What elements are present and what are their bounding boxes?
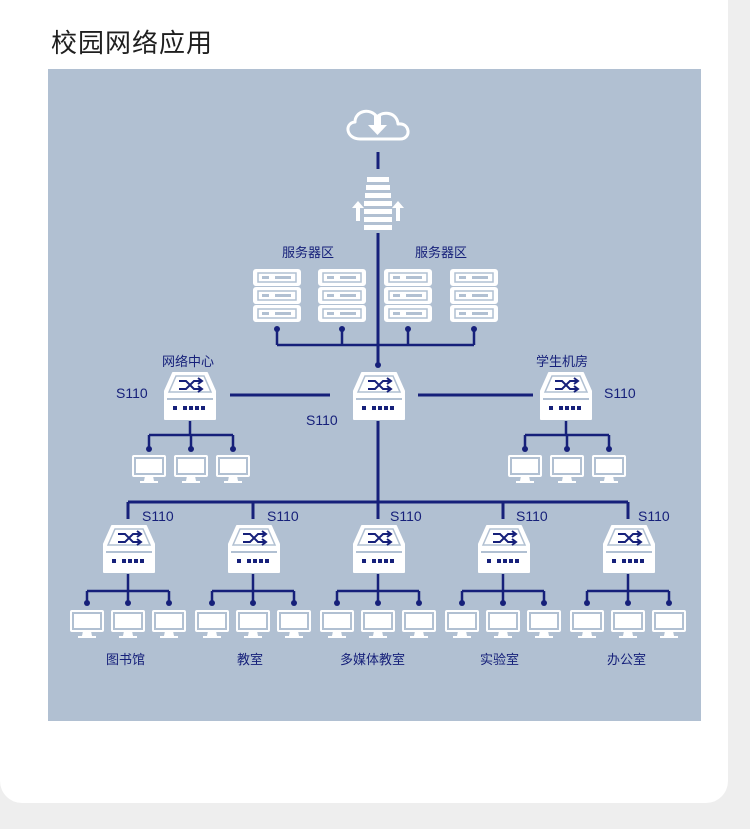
server-zone-label-left: 服务器区 <box>282 246 335 261</box>
server-zone-label-right: 服务器区 <box>415 246 468 261</box>
monitor-icon <box>216 455 250 484</box>
monitor-icon <box>611 610 645 639</box>
monitor-icon <box>402 610 436 639</box>
content-card: 校园网络应用 <box>0 0 728 803</box>
cloud-download-icon <box>346 109 410 141</box>
switch-model-label: S110 <box>267 508 299 524</box>
student-lab-label: 学生机房 <box>536 355 589 370</box>
multimedia-classroom-label: 多媒体教室 <box>340 653 406 668</box>
server-icon <box>253 269 301 322</box>
monitor-icon <box>236 610 270 639</box>
switch-model-label: S110 <box>390 508 422 524</box>
monitor-icon <box>486 610 520 639</box>
monitor-icon <box>361 610 395 639</box>
monitor-icon <box>174 455 208 484</box>
monitor-icon <box>445 610 479 639</box>
switch-model-label: S110 <box>116 385 148 401</box>
monitor-icon <box>277 610 311 639</box>
monitor-icon <box>508 455 542 484</box>
switch-icon <box>478 525 530 573</box>
server-icon <box>384 269 432 322</box>
monitor-icon <box>70 610 104 639</box>
switch-model-label: S110 <box>306 412 338 428</box>
switch-model-label: S110 <box>604 385 636 401</box>
monitor-icon <box>652 610 686 639</box>
network-diagram: 服务器区 服务器区 网络中心 学生机房 S110 S110 S110 S110 … <box>48 69 701 721</box>
monitor-icon <box>152 610 186 639</box>
switch-icon <box>603 525 655 573</box>
laboratory-label: 实验室 <box>480 653 520 668</box>
network-center-label: 网络中心 <box>162 355 215 370</box>
diagram-canvas <box>70 109 686 639</box>
monitor-icon <box>550 455 584 484</box>
monitor-icon <box>527 610 561 639</box>
monitor-icon <box>320 610 354 639</box>
office-label: 办公室 <box>607 653 647 668</box>
library-label: 图书馆 <box>106 653 146 668</box>
switch-icon <box>540 372 592 420</box>
switch-model-label: S110 <box>638 508 670 524</box>
monitor-icon <box>132 455 166 484</box>
switch-model-label: S110 <box>516 508 548 524</box>
server-icon <box>318 269 366 322</box>
monitor-icon <box>570 610 604 639</box>
switch-icon <box>353 372 405 420</box>
switch-icon <box>228 525 280 573</box>
page-title: 校园网络应用 <box>51 29 214 59</box>
switch-icon <box>164 372 216 420</box>
firewall-icon <box>352 177 404 230</box>
switch-model-label: S110 <box>142 508 174 524</box>
monitor-icon <box>111 610 145 639</box>
switch-icon <box>103 525 155 573</box>
server-icon <box>450 269 498 322</box>
monitor-icon <box>592 455 626 484</box>
switch-icon <box>353 525 405 573</box>
classroom-label: 教室 <box>237 653 264 668</box>
monitor-icon <box>195 610 229 639</box>
